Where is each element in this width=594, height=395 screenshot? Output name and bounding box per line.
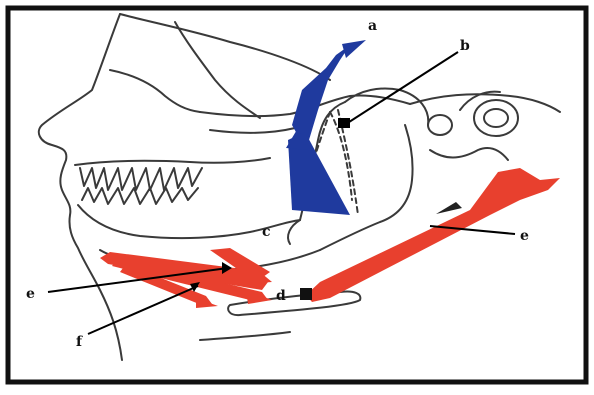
label-e-left: e xyxy=(26,286,35,302)
label-f: f xyxy=(76,334,83,350)
tendon-node xyxy=(300,288,312,300)
label-a: a xyxy=(368,18,377,34)
label-c: c xyxy=(262,224,271,240)
label-d: d xyxy=(276,288,286,304)
label-e-right: e xyxy=(520,228,529,244)
pointer-b-tip xyxy=(338,118,350,128)
label-b: b xyxy=(460,38,470,54)
